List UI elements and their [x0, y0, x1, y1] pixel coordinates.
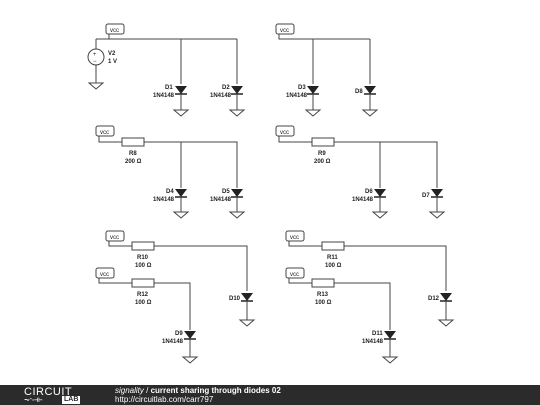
- diode-d4: [175, 189, 187, 198]
- d2-part: 1N4148: [210, 93, 232, 99]
- diode-d10: [241, 293, 253, 302]
- r8-value: 200 Ω: [125, 159, 142, 165]
- logo-lab-badge: LAB: [62, 396, 81, 404]
- svg-text:vcc: vcc: [280, 28, 289, 34]
- ground-symbol: [228, 211, 246, 219]
- r10-name: R10: [137, 255, 149, 261]
- circuit-schematic: vcc + − V2 1 V D1 1N4148 D2 1N4148 vcc D…: [87, 23, 455, 364]
- svg-text:vcc: vcc: [290, 272, 299, 278]
- vcc-tag: vcc: [275, 125, 295, 137]
- d2-name: D2: [222, 85, 230, 91]
- d8-name: D8: [355, 89, 363, 95]
- ground-symbol: [304, 109, 322, 117]
- diode-d2: [231, 86, 243, 95]
- d3-name: D3: [298, 85, 306, 91]
- d6-part: 1N4148: [352, 197, 374, 203]
- diode-d7: [431, 189, 443, 198]
- diode-d9: [184, 331, 196, 340]
- resistor-r13: [311, 278, 335, 288]
- resistor-r9: [311, 137, 335, 147]
- logo-waveform-icon: ⏦∿⊣⊢: [24, 397, 43, 405]
- voltage-source-v2: + −: [87, 48, 105, 66]
- ground-symbol: [361, 109, 379, 117]
- svg-text:vcc: vcc: [280, 130, 289, 136]
- footer-bar: CIRCUIT ⏦∿⊣⊢ LAB signality / current sha…: [0, 385, 540, 405]
- vcc-tag: vcc: [285, 267, 305, 279]
- r12-value: 100 Ω: [135, 300, 152, 306]
- vcc-tag: vcc: [285, 230, 305, 242]
- r9-value: 200 Ω: [314, 159, 331, 165]
- ground-symbol: [437, 319, 455, 327]
- svg-text:vcc: vcc: [100, 272, 109, 278]
- author-link[interactable]: signality: [115, 386, 144, 395]
- r11-value: 100 Ω: [325, 263, 342, 269]
- r10-value: 100 Ω: [135, 263, 152, 269]
- diode-d8: [364, 86, 376, 95]
- title-separator: /: [143, 386, 151, 395]
- r12-name: R12: [137, 292, 149, 298]
- circuitlab-logo[interactable]: CIRCUIT: [24, 386, 73, 398]
- ground-symbol: [181, 356, 199, 364]
- diode-d12: [440, 293, 452, 302]
- diode-d3: [307, 86, 319, 95]
- vcc-tag: vcc: [105, 230, 125, 242]
- r13-value: 100 Ω: [315, 300, 332, 306]
- svg-text:−: −: [93, 59, 97, 65]
- r8-name: R8: [129, 151, 137, 157]
- r9-name: R9: [318, 151, 326, 157]
- ground-symbol: [172, 211, 190, 219]
- d12-name: D12: [428, 296, 440, 302]
- diode-d5: [231, 189, 243, 198]
- d7-name: D7: [422, 193, 430, 199]
- d1-part: 1N4148: [153, 93, 175, 99]
- d1-name: D1: [165, 85, 173, 91]
- resistor-r8: [121, 137, 145, 147]
- diode-d6: [374, 189, 386, 198]
- ground-symbol: [428, 211, 446, 219]
- d11-part: 1N4148: [362, 339, 384, 345]
- vcc-tag: vcc: [95, 125, 115, 137]
- vcc-tag: vcc: [95, 267, 115, 279]
- d11-name: D11: [372, 331, 383, 337]
- r11-name: R11: [327, 255, 338, 261]
- d4-part: 1N4148: [153, 197, 175, 203]
- d4-name: D4: [166, 189, 174, 195]
- resistor-r11: [321, 241, 345, 251]
- vcc-tag: vcc: [105, 23, 125, 35]
- diode-d11: [384, 331, 396, 340]
- d10-name: D10: [229, 296, 241, 302]
- r13-name: R13: [317, 292, 329, 298]
- ground-symbol: [172, 109, 190, 117]
- svg-text:vcc: vcc: [100, 130, 109, 136]
- d9-name: D9: [175, 331, 183, 337]
- circuit-name: current sharing through diodes 02: [150, 386, 281, 395]
- ground-symbol: [371, 211, 389, 219]
- d6-name: D6: [365, 189, 373, 195]
- resistor-r10: [131, 241, 155, 251]
- ground-symbol: [238, 319, 256, 327]
- d9-part: 1N4148: [162, 339, 184, 345]
- svg-text:vcc: vcc: [110, 235, 119, 241]
- v2-name: V2: [108, 51, 116, 57]
- v2-value: 1 V: [108, 59, 117, 65]
- circuit-url-link[interactable]: http://circuitlab.com/carr797: [115, 395, 214, 404]
- d5-name: D5: [222, 189, 230, 195]
- circuit-title: signality / current sharing through diod…: [115, 386, 281, 395]
- svg-text:+: +: [93, 52, 97, 58]
- svg-text:vcc: vcc: [290, 235, 299, 241]
- resistor-r12: [131, 278, 155, 288]
- d5-part: 1N4148: [210, 197, 232, 203]
- diode-d1: [175, 86, 187, 95]
- vcc-tag: vcc: [275, 23, 295, 35]
- d3-part: 1N4148: [286, 93, 308, 99]
- ground-symbol: [381, 356, 399, 364]
- ground-symbol: [87, 82, 105, 90]
- svg-text:vcc: vcc: [110, 28, 119, 34]
- ground-symbol: [228, 109, 246, 117]
